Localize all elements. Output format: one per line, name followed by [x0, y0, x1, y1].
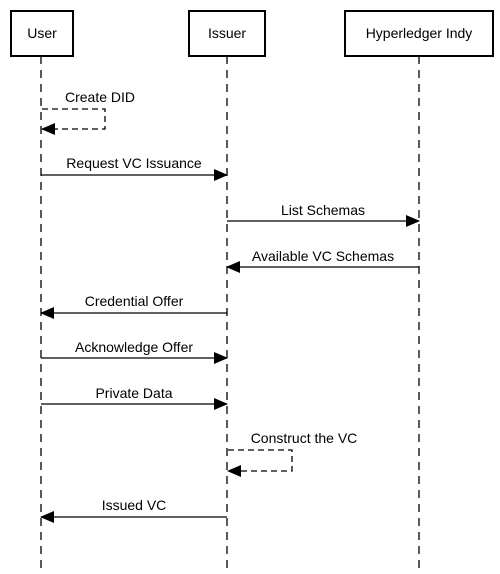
actor-hyperledger-indy-box	[344, 10, 494, 57]
message-credential-offer: Credential Offer	[40, 293, 227, 319]
message-available-vc-schemas-label: Available VC Schemas	[252, 248, 394, 264]
message-credential-offer-label: Credential Offer	[85, 293, 184, 309]
message-private-data-label: Private Data	[95, 385, 172, 401]
message-request-vc-issuance: Request VC Issuance	[41, 155, 228, 181]
message-construct-the-vc-label: Construct the VC	[251, 430, 358, 446]
message-create-did-label: Create DID	[65, 89, 135, 105]
message-list-schemas: List Schemas	[227, 202, 420, 227]
message-available-vc-schemas: Available VC Schemas	[226, 248, 419, 273]
message-request-vc-issuance-label: Request VC Issuance	[66, 155, 202, 171]
actor-hyperledger-indy-label: Hyperledger Indy	[366, 25, 473, 41]
actor-issuer: Issuer	[188, 10, 266, 57]
message-create-did-arrow	[41, 108, 106, 135]
message-issued-vc-label: Issued VC	[102, 497, 167, 513]
message-issued-vc: Issued VC	[40, 497, 227, 523]
message-private-data: Private Data	[41, 385, 228, 410]
actor-user-label: User	[27, 25, 57, 41]
actor-hyperledger-indy: Hyperledger Indy	[344, 10, 494, 57]
actor-user-box	[10, 10, 74, 57]
actor-issuer-label: Issuer	[208, 25, 246, 41]
message-list-schemas-label: List Schemas	[281, 202, 365, 218]
message-acknowledge-offer-label: Acknowledge Offer	[75, 339, 193, 355]
message-construct-the-vc: Construct the VC	[227, 430, 358, 477]
message-construct-the-vc-arrow	[227, 449, 293, 477]
message-create-did: Create DID	[41, 89, 135, 135]
actor-user: User	[10, 10, 74, 57]
message-acknowledge-offer: Acknowledge Offer	[41, 339, 228, 364]
actor-issuer-box	[188, 10, 266, 57]
